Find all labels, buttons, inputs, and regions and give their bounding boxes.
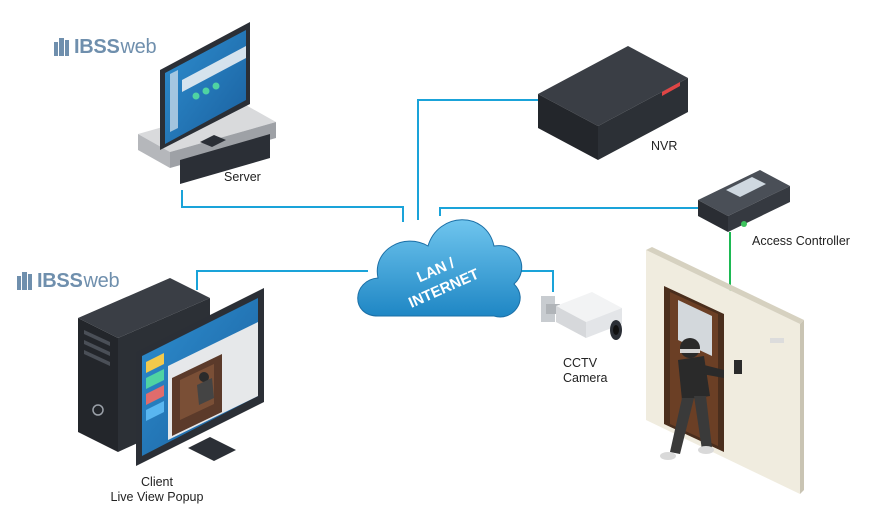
client-label-line2: Live View Popup: [110, 490, 204, 504]
server-label: Server: [224, 170, 261, 184]
nvr-icon: [538, 46, 688, 160]
client-label: Client Live View Popup: [102, 475, 212, 505]
cctv-camera-icon: [541, 292, 622, 340]
brand-light: web: [83, 270, 120, 292]
link-client: [196, 270, 368, 290]
nvr-label: NVR: [651, 139, 678, 153]
cctv-label: CCTV Camera: [563, 356, 608, 386]
brand-logo-icon-top: [54, 38, 69, 56]
brand-bold: IBSS: [74, 36, 120, 58]
access-controller-icon: [698, 170, 790, 232]
cctv-label-line2: Camera: [563, 371, 608, 385]
intruder-figure: [660, 338, 724, 460]
brand-logo-icon-mid: [17, 272, 32, 290]
link-nvr: [417, 99, 540, 220]
server-icon: [138, 22, 276, 184]
network-links: [181, 99, 698, 292]
access-controller-label: Access Controller: [752, 234, 850, 248]
cctv-label-line1: CCTV: [563, 356, 598, 370]
client-label-line1: Client: [141, 475, 173, 489]
cloud-icon: [357, 219, 523, 318]
brand-bold: IBSS: [37, 270, 83, 292]
link-server: [181, 190, 404, 222]
brand-light: web: [120, 36, 157, 58]
link-access-controller: [439, 207, 698, 216]
client-pc-icon: [78, 278, 264, 466]
